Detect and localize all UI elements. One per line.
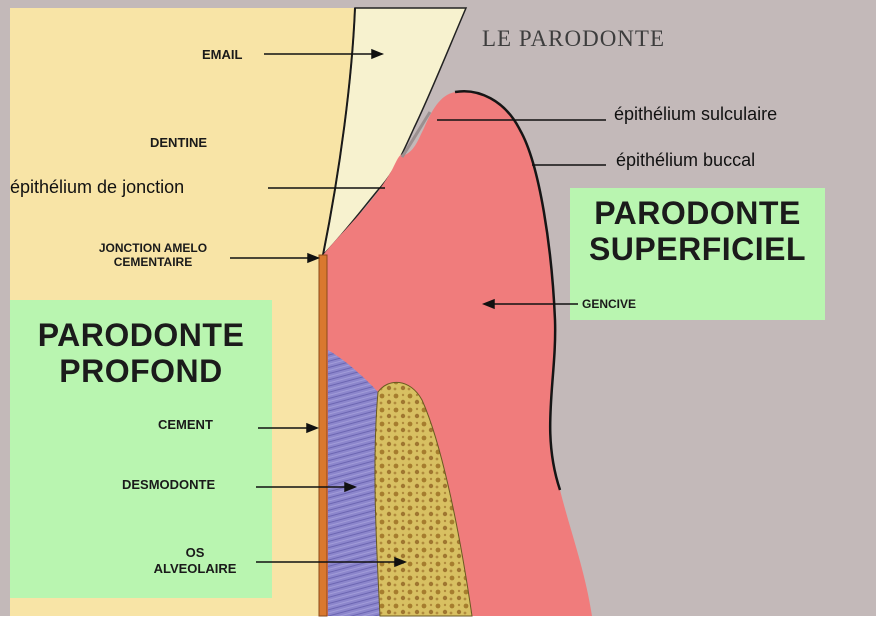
- superficiel-line2: SUPERFICIEL: [570, 232, 825, 268]
- label-jonction-amelo-cementaire: JONCTION AMELO CEMENTAIRE: [68, 241, 238, 270]
- label-os-line2: ALVEOLAIRE: [140, 561, 250, 577]
- label-desmodonte: DESMODONTE: [122, 477, 215, 493]
- diagram-title: LE PARODONTE: [482, 26, 665, 52]
- label-gencive: GENCIVE: [582, 297, 636, 311]
- frame-bottom: [0, 616, 887, 628]
- label-jonction-line2: CEMENTAIRE: [68, 255, 238, 269]
- label-dentine: DENTINE: [150, 135, 207, 151]
- label-email: EMAIL: [202, 47, 242, 63]
- label-jonction-line1: JONCTION AMELO: [68, 241, 238, 255]
- label-cement: CEMENT: [158, 417, 213, 433]
- label-os-alveolaire: OS ALVEOLAIRE: [140, 545, 250, 576]
- region-parodonte-superficiel: PARODONTE SUPERFICIEL: [570, 196, 825, 268]
- desmodonte-region: [328, 350, 380, 616]
- label-epithelium-sulculaire: épithélium sulculaire: [614, 104, 777, 126]
- label-epithelium-buccal: épithélium buccal: [616, 150, 755, 172]
- region-parodonte-profond: PARODONTE PROFOND: [10, 318, 272, 390]
- label-os-line1: OS: [140, 545, 250, 561]
- profond-line1: PARODONTE: [10, 318, 272, 354]
- profond-line2: PROFOND: [10, 354, 272, 390]
- label-epithelium-jonction: épithélium de jonction: [10, 177, 184, 199]
- frame-right: [876, 0, 887, 628]
- superficiel-line1: PARODONTE: [570, 196, 825, 232]
